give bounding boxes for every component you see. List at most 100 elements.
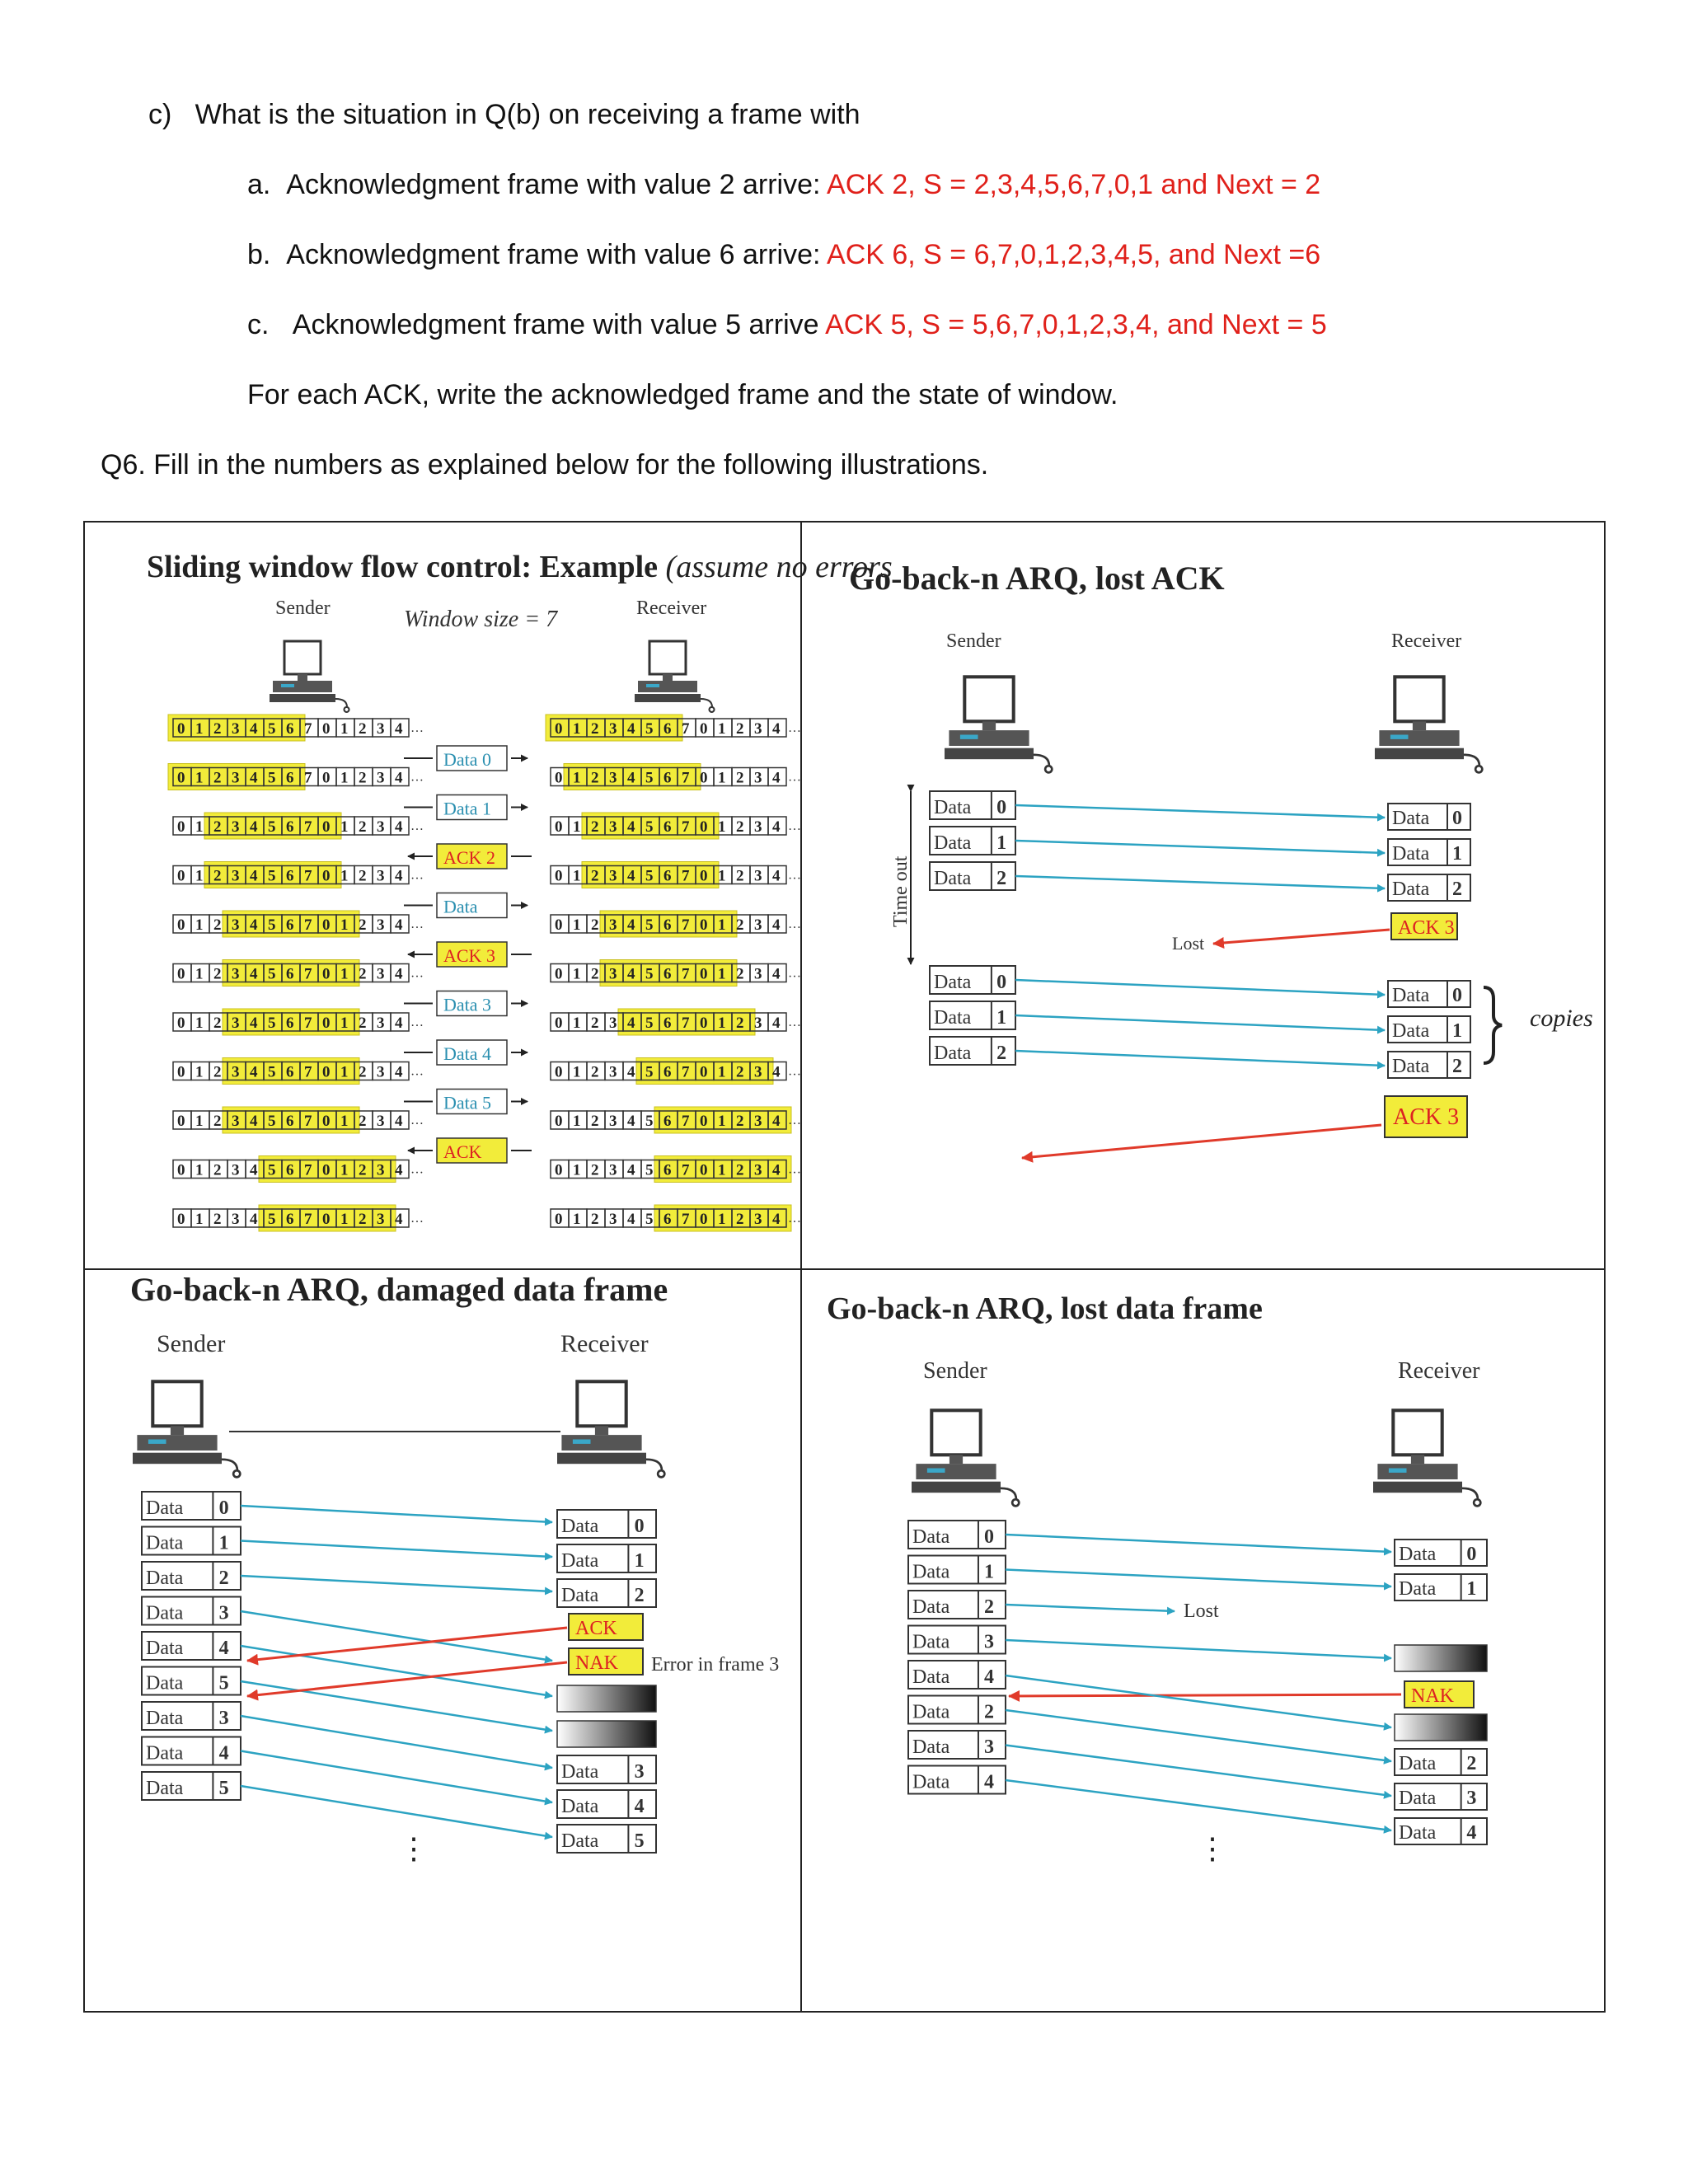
frame-number: 5 [645,1113,654,1130]
frame-number: 4 [395,966,403,983]
frame-number: 2 [736,770,744,787]
frame-number: 1 [340,1015,349,1032]
frame-data-label: Data [561,1796,599,1817]
frame-data-label: Data [1399,1788,1437,1809]
frame-cell [767,718,787,738]
frame-number: 3 [609,966,617,983]
data-frame: Data 1 [1387,1015,1471,1043]
frame-number: 7 [682,770,690,787]
frame-data-label: Data [1392,1020,1430,1042]
frame-number: 7 [682,1015,690,1032]
frame-number: 1 [340,868,349,885]
frame-number: 4 [395,720,403,738]
frame-number: 1 [195,916,204,934]
frame-data-label: Data [912,1736,950,1758]
frame-data-label: Data [561,1761,599,1783]
frame-number: 7 [304,818,312,836]
frame-data-label: Data [912,1632,950,1653]
frame-number: 6 [286,818,294,836]
frame-number: 3 [377,916,385,934]
frame-number: 1 [718,1211,726,1228]
frame-number: 2 [213,868,222,885]
panel1-title-italic: (assume no errors [666,550,893,584]
item-answer: ACK 2, S = 2,3,4,5,6,7,0,1 and Next = 2 [827,169,1321,200]
frame-number: 0 [996,972,1006,993]
frame-number: 2 [591,916,599,934]
frame-cell [390,1159,410,1179]
frame-number: 3 [232,1211,240,1228]
frame-number: 1 [718,868,726,885]
frame-cell [390,766,410,787]
panel3-sender-computer-icon [133,1381,240,1477]
frame-number: 3 [609,720,617,738]
data-message: Data 4 [404,1039,528,1066]
data-message: Data [404,892,528,919]
frame-number: 3 [232,1113,240,1130]
frame-number: 0 [984,1526,994,1548]
frame-number: 5 [268,916,276,934]
frame-number: 6 [286,720,294,738]
frame-number: 0 [700,1211,708,1228]
frame-number: 1 [1452,1020,1462,1042]
frame-box [556,1755,657,1784]
frame-number: 7 [304,1064,312,1081]
frame-number: 4 [395,1162,403,1179]
frame-box [1394,1539,1488,1567]
frame-number: 4 [627,770,635,787]
frame-number: 1 [340,720,349,738]
panel-lost-frame: Go-back-n ARQ, lost data frame Sender Re… [827,1291,1488,1865]
frame-number: 3 [609,770,617,787]
frame-number: 6 [286,1113,294,1130]
nak-rect [568,1647,644,1675]
frame-box [907,1765,1006,1795]
frame-number: 7 [682,1162,690,1179]
frame-number: 3 [232,1015,240,1032]
frame-number: 4 [772,966,781,983]
damaged-frame [556,1685,657,1713]
frame-number: 3 [232,720,240,738]
frame-box [1387,803,1471,831]
frame-data-label: Data [912,1702,950,1723]
frame-number: 3 [754,1064,762,1081]
resend-arrow [1015,1049,1386,1070]
data-arrow [1005,1674,1392,1731]
frame-number: 2 [359,818,367,836]
frame-data-label: Data [934,832,972,854]
frame-box [1387,980,1471,1008]
nak-box: NAK [568,1647,644,1675]
frame-cell [390,816,410,836]
message-label: Data 5 [443,1093,491,1113]
ellipsis-mark: … [788,1212,801,1226]
message-box [436,941,508,968]
frame-box [1394,1817,1488,1845]
frame-number: 2 [591,770,599,787]
question-c-item-b: b. Acknowledgment frame with value 6 arr… [247,239,1320,271]
panel-sliding-window: Sliding window flow control: Example (as… [147,550,893,1232]
frame-cell [767,1012,787,1032]
frame-number: 4 [772,1162,781,1179]
frame-number: 1 [718,1064,726,1081]
frame-cell [390,963,410,983]
frame-number: 0 [700,916,708,934]
ack-message: ACK 2 [407,843,532,869]
frame-number: 6 [663,1113,672,1130]
frame-number: 2 [736,1064,744,1081]
frame-number: 5 [268,966,276,983]
frame-box [907,1624,1006,1655]
ack-box [1390,912,1458,940]
frame-number: 7 [304,1211,312,1228]
ack-box: ACK [568,1613,644,1641]
data-message: Data 1 [404,794,528,821]
data-arrow [1005,1568,1392,1591]
frame-box [907,1554,1006,1585]
frame-box [1387,874,1471,902]
frame-number: 3 [754,966,762,983]
frame-number: 7 [682,1211,690,1228]
